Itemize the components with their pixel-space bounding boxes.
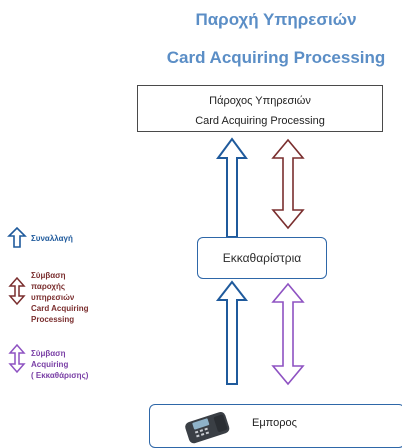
- legend-brown-arrow-icon: [8, 276, 26, 306]
- provider-label-line2: Card Acquiring Processing: [195, 115, 325, 127]
- merchant-box: Εμπορος: [149, 404, 402, 448]
- legend-acquiring-label: Σύμβαση Acquiring ( Εκκαθάρισης): [31, 348, 88, 381]
- legend-transaction-label: Συναλλαγή: [31, 234, 73, 243]
- provider-box: Πάροχος Υπηρεσιών Card Acquiring Process…: [137, 85, 383, 132]
- clearing-house-box: Εκκαθαρίστρια: [197, 237, 327, 279]
- legend-blue-arrow-icon: [7, 226, 27, 248]
- clearing-house-label: Εκκαθαρίστρια: [222, 251, 302, 265]
- legend-processing-label: Σύμβαση παροχής υπηρεσιών Card Acquiring…: [31, 270, 88, 325]
- legend-processing-line: υπηρεσιών: [31, 293, 75, 302]
- legend-processing-line: παροχής: [31, 282, 66, 291]
- processing-contract-arrow: [271, 138, 305, 230]
- provider-label-line1: Πάροχος Υπηρεσιών: [209, 95, 311, 107]
- legend-acquiring-line: ( Εκκαθάρισης): [31, 371, 89, 380]
- legend-processing-line: Σύμβαση: [31, 271, 66, 280]
- legend-purple-arrow-icon: [8, 343, 26, 374]
- merchant-label: Εμπορος: [252, 417, 297, 429]
- acquiring-contract-arrow: [271, 282, 305, 386]
- legend-acquiring-line: Acquiring: [31, 360, 69, 369]
- transaction-arrow-upper: [216, 137, 248, 238]
- legend-processing-line: Card Acquiring: [31, 304, 89, 313]
- pos-terminal-icon: [185, 411, 230, 444]
- header-title-line1: Παροχή Υπηρεσιών: [195, 10, 357, 29]
- legend-processing-line: Processing: [31, 315, 75, 324]
- header-title-line2: Card Acquiring Processing: [166, 48, 386, 67]
- transaction-arrow-lower: [215, 280, 249, 385]
- legend-acquiring-line: Σύμβαση: [31, 349, 66, 358]
